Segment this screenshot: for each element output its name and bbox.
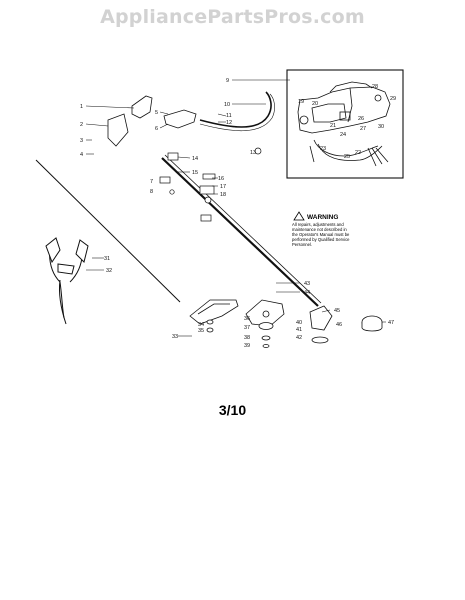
callout-8: 8 [150,189,153,195]
warning-line: Personnel. [292,242,312,247]
callout-34: 34 [198,322,204,328]
callout-18: 18 [220,192,226,198]
callout-41: 41 [296,327,302,333]
callout-31: 31 [104,256,110,262]
shaft-rod [35,159,181,303]
handle-tube [199,91,272,128]
callout-33: 33 [172,334,178,340]
callout-10: 10 [224,102,230,108]
callout-23: 23 [320,146,326,152]
warning-line: maintenance not described in [292,227,347,232]
warning-line: All repairs, adjustments and [292,222,344,227]
callout-32: 32 [106,268,112,274]
drive-shaft [161,154,322,307]
callout-12: 12 [226,120,232,126]
callout-11: 11 [226,113,232,119]
callout-14: 14 [192,156,198,162]
callout-25: 25 [344,154,350,160]
callout-4: 4 [80,152,83,158]
engine-inset [286,69,404,179]
warning-notice: WARNING All repairs, adjustments and mai… [292,211,350,247]
callout-13: 13 [250,150,256,156]
callout-35: 35 [198,328,204,334]
callout-9: 9 [226,78,229,84]
callout-42: 42 [296,335,302,341]
callout-15: 15 [192,170,198,176]
warning-line: performed by Qualified Service [292,237,350,242]
callout-44: 44 [304,290,310,296]
watermark: AppliancePartsPros.com [100,6,365,28]
shaft-fittings [159,147,262,222]
callout-5: 5 [155,110,158,116]
callout-24: 24 [340,132,346,138]
warning-icon [293,211,305,221]
callout-46: 46 [336,322,342,328]
trimmer-head-parts [189,299,383,348]
throttle-cover [131,95,153,119]
harness [45,237,89,325]
callout-2: 2 [80,122,83,128]
callout-28: 28 [372,84,378,90]
callout-16: 16 [218,176,224,182]
callout-30: 30 [378,124,384,130]
callout-21: 21 [330,123,336,129]
part-number-callouts: 9 1 10 5 11 12 2 6 3 4 13 14 15 16 7 17 … [80,78,396,349]
callout-43: 43 [304,281,310,287]
callout-17: 17 [220,184,226,190]
leader-lines [85,79,386,337]
callout-40: 40 [296,320,302,326]
callout-36: 36 [244,316,250,322]
callout-47: 47 [388,320,394,326]
warning-line: the Operator's Manual must be [292,232,350,237]
warning-title: WARNING [307,214,338,221]
callout-1: 1 [80,104,83,110]
callout-19: 19 [298,99,304,105]
callout-22: 22 [355,150,361,156]
callout-37: 37 [244,325,250,331]
callout-29: 29 [390,96,396,102]
callout-45: 45 [334,308,340,314]
callout-7: 7 [150,179,153,185]
callout-6: 6 [155,126,158,132]
page-number: 3/10 [218,402,247,418]
callout-20: 20 [312,101,318,107]
callout-38: 38 [244,335,250,341]
handle-clamp [107,113,129,147]
callout-3: 3 [80,138,83,144]
rear-handle [163,109,197,129]
callout-26: 26 [358,116,364,122]
callout-27: 27 [360,126,366,132]
callout-39: 39 [244,343,250,349]
